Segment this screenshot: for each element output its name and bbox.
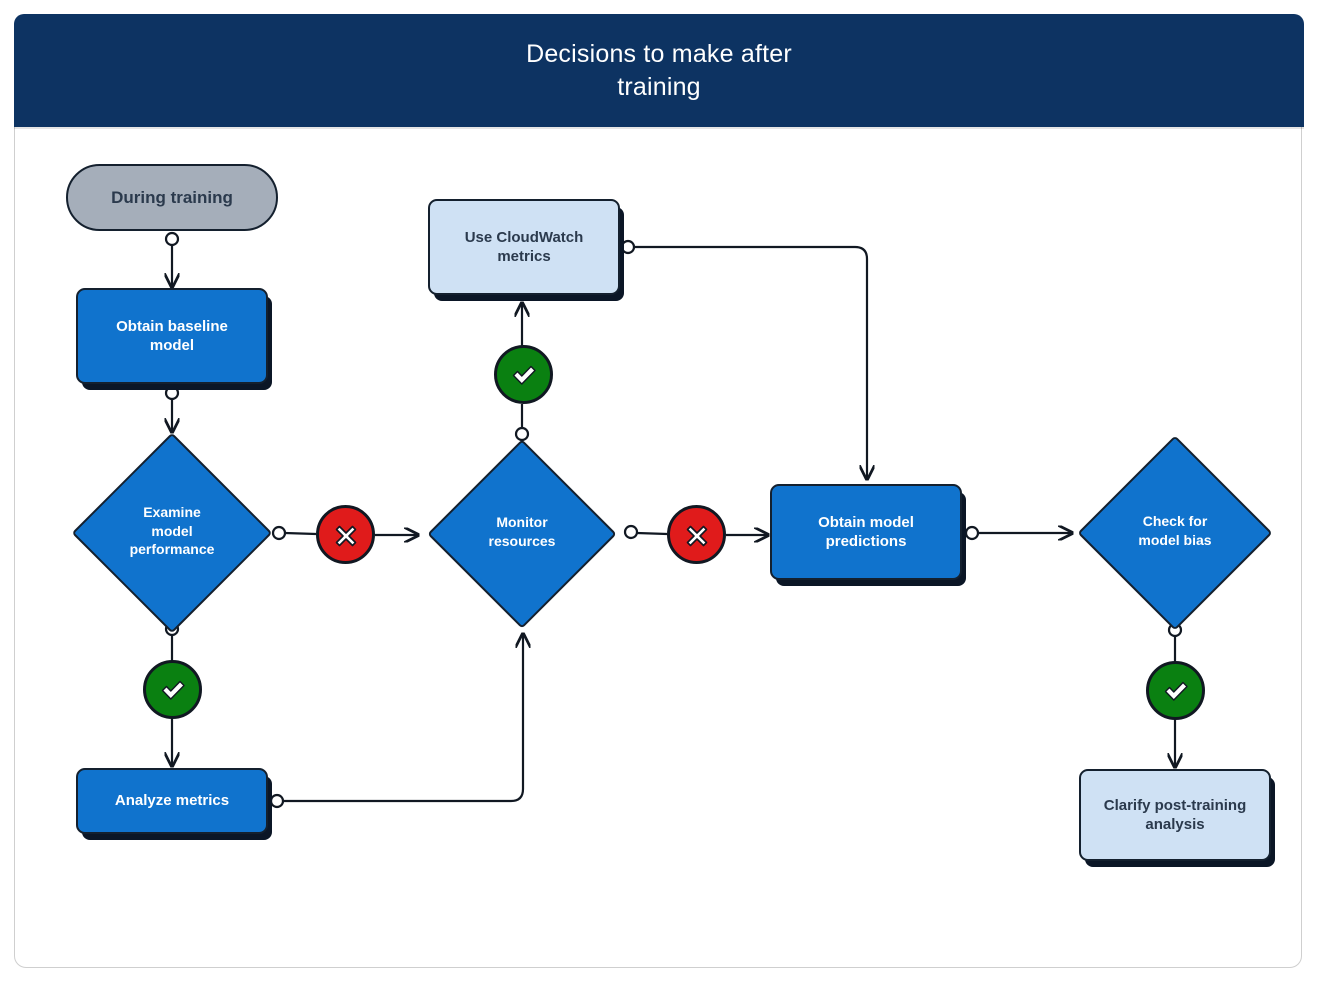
node-obtain-baseline-model[interactable]: Obtain baseline model xyxy=(76,288,268,384)
diagram-header: Decisions to make after training xyxy=(14,14,1304,127)
node-during-training[interactable]: During training xyxy=(66,164,278,231)
node-clarify-post-training-analysis-label: Clarify post-training analysis xyxy=(1103,796,1247,833)
cross-icon xyxy=(686,525,707,546)
node-clarify-post-training-analysis[interactable]: Clarify post-training analysis xyxy=(1079,769,1271,861)
check-icon xyxy=(161,680,185,700)
node-obtain-baseline-model-label: Obtain baseline model xyxy=(116,317,228,354)
node-check-for-model-bias[interactable]: Check for model bias xyxy=(1077,435,1273,631)
node-analyze-metrics-label: Analyze metrics xyxy=(114,792,230,810)
node-during-training-label: During training xyxy=(111,187,233,207)
node-check-for-model-bias-label: Check for model bias xyxy=(1138,513,1212,548)
decision-marker-bias-yes[interactable] xyxy=(1146,661,1205,720)
node-use-cloudwatch-metrics[interactable]: Use CloudWatch metrics xyxy=(428,199,620,295)
page-title: Decisions to make after training xyxy=(526,39,792,101)
node-obtain-model-predictions[interactable]: Obtain model predictions xyxy=(770,484,962,580)
decision-marker-examine-yes[interactable] xyxy=(143,660,202,719)
node-monitor-resources[interactable]: Monitor resources xyxy=(427,439,617,629)
node-obtain-model-predictions-label: Obtain model predictions xyxy=(818,513,914,550)
check-icon xyxy=(1164,681,1188,701)
node-examine-model-performance-label: Examine model performance xyxy=(129,503,215,558)
node-use-cloudwatch-metrics-label: Use CloudWatch metrics xyxy=(464,228,584,265)
decision-marker-monitor-yes[interactable] xyxy=(494,345,553,404)
decision-marker-monitor-no[interactable] xyxy=(667,505,726,564)
check-icon xyxy=(512,365,536,385)
node-examine-model-performance[interactable]: Examine model performance xyxy=(71,432,273,634)
decision-marker-examine-no[interactable] xyxy=(316,505,375,564)
node-monitor-resources-label: Monitor resources xyxy=(488,514,556,549)
cross-icon xyxy=(335,525,356,546)
node-analyze-metrics[interactable]: Analyze metrics xyxy=(76,768,268,834)
